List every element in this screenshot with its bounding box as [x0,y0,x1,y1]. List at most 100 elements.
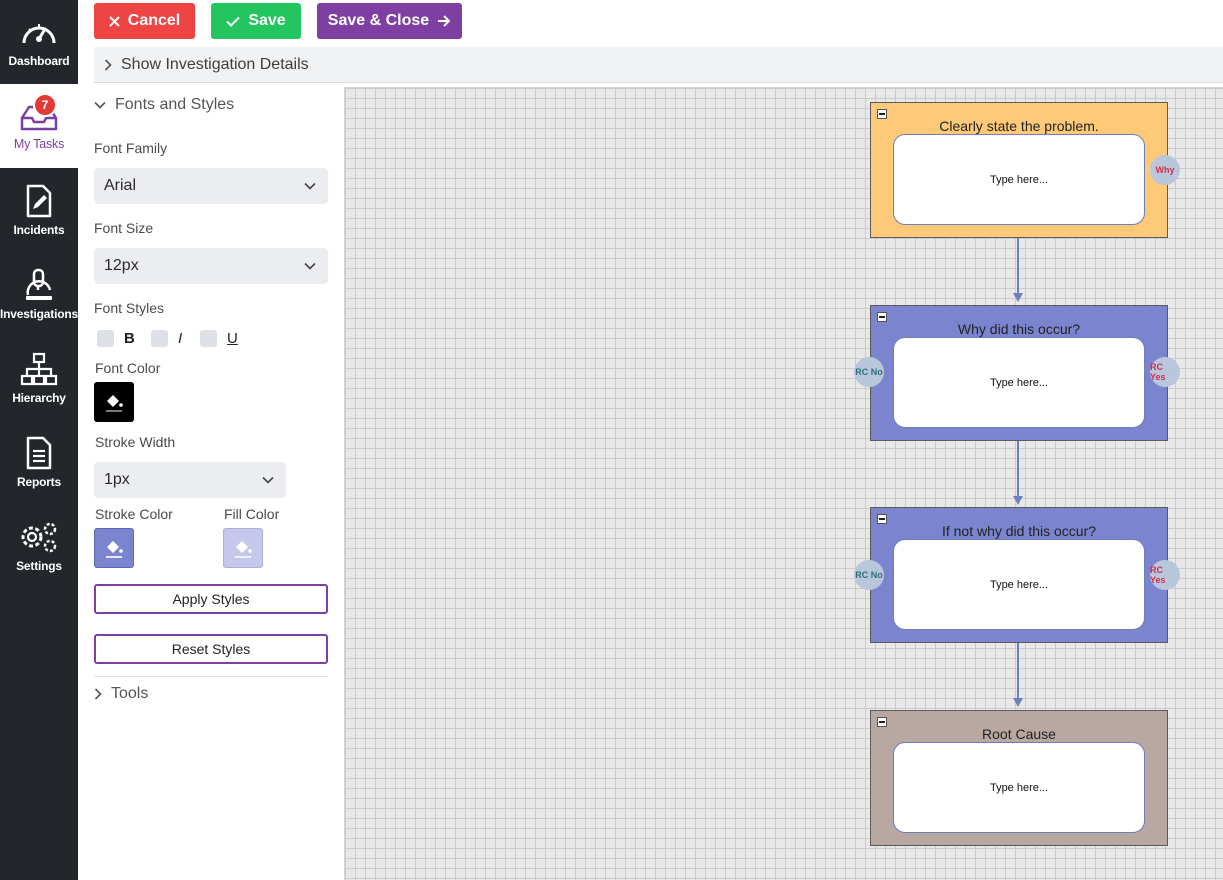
if-not-why-node[interactable]: If not why did this occur? Type here... [870,507,1168,643]
node-title: Why did this occur? [957,321,1081,337]
node-title: Clearly state the problem. [939,118,1099,134]
nav-label: Investigations [0,306,78,321]
nav-item-incidents[interactable]: Incidents [0,168,78,252]
rc-yes-button[interactable]: RC Yes [1150,357,1180,387]
section-divider [94,676,328,677]
nav-label: Hierarchy [12,390,66,405]
font-size-select[interactable]: 12px [94,248,328,284]
checkbox-box [200,330,217,347]
nav-label: Incidents [13,222,65,237]
checkbox-box [97,330,114,347]
nav-item-dashboard[interactable]: Dashboard [0,0,78,84]
save-and-close-button[interactable]: Save & Close [317,3,462,39]
font-color-picker[interactable] [94,382,134,422]
collapse-toggle[interactable] [877,717,887,727]
main-nav: Dashboard My Tasks 7 Incidents Investiga… [0,0,78,880]
root-cause-node[interactable]: Root Cause Type here... [870,710,1168,846]
italic-label: I [178,330,183,347]
rc-yes-button[interactable]: RC Yes [1150,560,1180,590]
chevron-right-icon [94,688,102,700]
nav-item-investigations[interactable]: Investigations [0,252,78,336]
italic-checkbox[interactable]: I [151,330,182,347]
bold-checkbox[interactable]: B [97,330,135,347]
node-title: If not why did this occur? [941,523,1097,539]
gears-icon [21,522,57,552]
nav-item-reports[interactable]: Reports [0,420,78,504]
nav-item-my-tasks[interactable]: My Tasks 7 [0,84,78,168]
paint-bucket-icon [106,395,123,412]
collapse-toggle[interactable] [877,312,887,322]
collapse-toggle[interactable] [877,514,887,524]
connector-line [1017,238,1019,294]
styles-panel: Fonts and Styles Font Family Arial Font … [78,84,344,880]
problem-statement-node[interactable]: Clearly state the problem. Type here... [870,102,1168,238]
show-investigation-details-toggle[interactable]: Show Investigation Details [94,47,1223,83]
dashboard-gauge-icon [22,23,56,43]
font-styles-label: Font Styles [94,300,165,316]
nav-label: Dashboard [8,53,70,68]
stroke-width-value: 1px [104,471,130,488]
stroke-width-label: Stroke Width [95,434,176,450]
collapse-toggle[interactable] [877,109,887,119]
connector-line [1017,441,1019,497]
why-button[interactable]: Why [1150,155,1180,185]
chevron-down-icon [94,101,106,109]
cancel-label: Cancel [127,12,181,29]
cancel-button[interactable]: Cancel [94,3,195,39]
font-size-value: 12px [104,257,139,274]
rc-no-button[interactable]: RC No [854,560,884,590]
stroke-width-select[interactable]: 1px [94,462,286,498]
reset-styles-button[interactable]: Reset Styles [94,634,328,664]
nav-label: My Tasks [13,136,65,151]
nav-label: Settings [16,558,62,573]
connector-arrowhead [1013,293,1023,302]
apply-styles-button[interactable]: Apply Styles [94,584,328,614]
investigation-bar-label: Show Investigation Details [121,55,309,73]
nav-item-settings[interactable]: Settings [0,504,78,588]
fonts-and-styles-section-toggle[interactable]: Fonts and Styles [94,96,234,114]
fill-color-label: Fill Color [224,506,280,522]
node-text-area[interactable]: Type here... [893,134,1145,225]
font-size-label: Font Size [94,220,154,236]
inbox-tray-icon [20,105,58,130]
save-button[interactable]: Save [211,3,301,39]
check-icon [226,16,241,27]
org-chart-icon [20,352,58,385]
microscope-icon [26,268,52,300]
font-family-label: Font Family [94,140,168,156]
underline-label: U [227,330,238,347]
font-color-label: Font Color [95,360,161,376]
fill-color-picker[interactable] [223,528,263,568]
nav-item-hierarchy[interactable]: Hierarchy [0,336,78,420]
close-icon [109,15,120,27]
node-text-area[interactable]: Type here... [893,539,1145,630]
connector-arrowhead [1013,698,1023,707]
chevron-down-icon [262,476,274,484]
report-document-icon [26,436,52,469]
tools-section-toggle[interactable]: Tools [94,685,148,703]
chevron-down-icon [304,262,316,270]
node-title: Root Cause [982,726,1056,742]
chevron-down-icon [304,182,316,190]
task-count-badge: 7 [33,93,57,117]
underline-checkbox[interactable]: U [200,330,238,347]
stroke-color-picker[interactable] [94,528,134,568]
stroke-color-label: Stroke Color [95,506,173,522]
checkbox-box [151,330,168,347]
save-close-label: Save & Close [327,12,430,29]
node-text-area[interactable]: Type here... [893,742,1145,833]
paint-bucket-icon [106,541,123,558]
arrow-right-icon [438,15,451,27]
nav-label: Reports [17,474,61,489]
save-label: Save [248,12,286,29]
rc-no-button[interactable]: RC No [854,357,884,387]
font-family-value: Arial [104,177,137,194]
connector-line [1017,643,1019,699]
diagram-canvas[interactable]: Clearly state the problem. Type here... … [344,87,1223,880]
document-edit-icon [26,184,52,217]
font-family-select[interactable]: Arial [94,168,328,204]
why-node[interactable]: Why did this occur? Type here... [870,305,1168,441]
fonts-section-label: Fonts and Styles [115,96,235,113]
node-text-area[interactable]: Type here... [893,337,1145,428]
paint-bucket-icon [235,541,252,558]
